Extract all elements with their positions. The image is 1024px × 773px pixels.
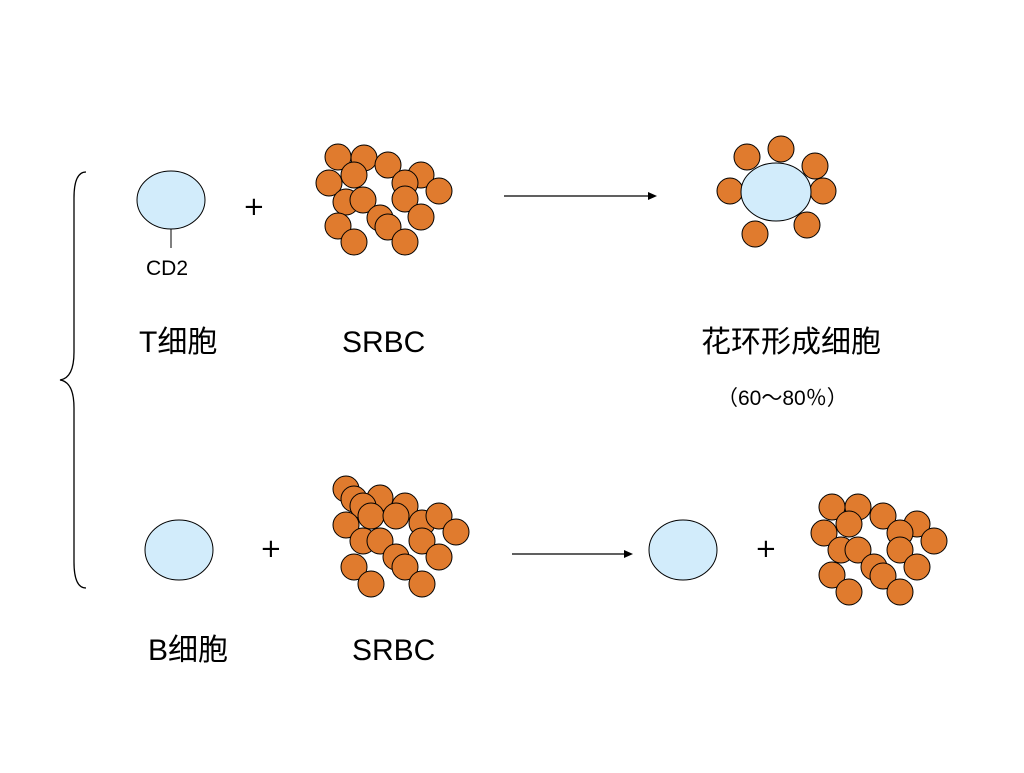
cd2-label: CD2 (146, 257, 189, 280)
plus-sign-bottom-right: + (755, 534, 777, 564)
b-cell (144, 519, 214, 581)
srbc-cell (869, 502, 897, 530)
arrowhead-bottom (624, 550, 633, 558)
srbc-cell (391, 228, 419, 256)
t-cell (136, 170, 206, 248)
srbc-cell (374, 213, 402, 241)
srbc-label-bottom: SRBC (352, 634, 436, 667)
srbc-cell (920, 527, 948, 555)
srbc-cell (869, 562, 897, 590)
srbc-cell (425, 177, 453, 205)
srbc-cell (332, 511, 360, 539)
srbc-cell (391, 553, 419, 581)
srbc-cell (903, 553, 931, 581)
left-brace (59, 171, 87, 589)
srbc-cell (391, 185, 419, 213)
srbc-cell (835, 578, 863, 606)
srbc-cell (374, 151, 402, 179)
srbc-label-top: SRBC (342, 326, 426, 359)
rosette-srbc-cell (801, 152, 829, 180)
rosette-srbc-cell (741, 220, 769, 248)
plus-sign-bottom-left: + (260, 534, 282, 564)
b-lymphocyte-unbound (648, 519, 718, 581)
rosette-t-lymphocyte (740, 162, 812, 222)
srbc-cell (357, 502, 385, 530)
rosette-srbc-cell (793, 211, 821, 239)
rosette-srbc-cell (767, 135, 795, 163)
b-lymphocyte (144, 519, 214, 581)
srbc-cell (315, 169, 343, 197)
rosette-cell (716, 135, 837, 248)
srbc-cell (349, 186, 377, 214)
srbc-cell (844, 536, 872, 564)
srbc-cluster-top (315, 143, 453, 256)
srbc-cell (425, 543, 453, 571)
srbc-cell (408, 527, 436, 555)
srbc-cell (818, 561, 846, 589)
plus-sign-top: + (243, 192, 265, 222)
rosette-percentage: （60～80％） (717, 387, 848, 410)
srbc-cell (408, 570, 436, 598)
srbc-cell (835, 510, 863, 538)
rosette-srbc-cell (716, 177, 744, 205)
srbc-cluster-bottom-left (332, 475, 470, 598)
t-lymphocyte (136, 170, 206, 230)
srbc-cell (442, 518, 470, 546)
t-cell-label: T细胞 (139, 326, 218, 359)
arrowhead-top (648, 192, 657, 200)
srbc-cell (407, 203, 435, 231)
rosette-srbc-cell (733, 143, 761, 171)
rosette-srbc-cell (809, 177, 837, 205)
srbc-cell (340, 553, 368, 581)
srbc-cell (340, 161, 368, 189)
srbc-cell (810, 519, 838, 547)
b-cell-label: B细胞 (148, 634, 229, 667)
srbc-cell (886, 536, 914, 564)
srbc-cell (425, 502, 453, 530)
srbc-cell (886, 578, 914, 606)
rosette-cell-label: 花环形成细胞 (701, 326, 881, 359)
srbc-cell (357, 570, 385, 598)
srbc-cell (340, 228, 368, 256)
srbc-cluster-bottom-right (810, 493, 948, 606)
srbc-cell (382, 502, 410, 530)
